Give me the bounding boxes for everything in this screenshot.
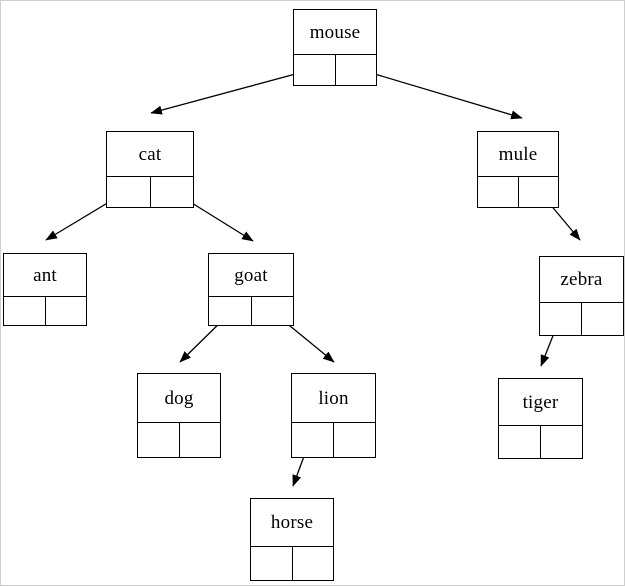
node-pointers-tiger: [499, 425, 582, 458]
right-pointer-cell-zebra[interactable]: [582, 303, 623, 335]
node-label-cat: cat: [138, 143, 162, 165]
node-pointers-cat: [107, 176, 193, 207]
left-pointer-cell-goat[interactable]: [209, 297, 252, 325]
node-pointers-mouse: [294, 54, 376, 85]
tree-node-zebra[interactable]: zebra: [539, 256, 624, 336]
node-label-horse: horse: [270, 512, 314, 533]
left-pointer-cell-zebra[interactable]: [540, 303, 582, 335]
node-pointers-goat: [209, 296, 293, 325]
tree-node-mule[interactable]: mule: [477, 131, 559, 208]
right-pointer-cell-ant[interactable]: [46, 297, 87, 325]
left-pointer-cell-tiger[interactable]: [499, 426, 541, 458]
node-pointers-zebra: [540, 302, 623, 335]
tree-node-cat[interactable]: cat: [106, 131, 194, 208]
right-pointer-cell-horse[interactable]: [293, 547, 334, 580]
node-label-tiger: tiger: [522, 391, 559, 413]
node-label-mule: mule: [498, 143, 538, 165]
tree-node-goat[interactable]: goat: [208, 253, 294, 326]
right-pointer-cell-tiger[interactable]: [541, 426, 582, 458]
right-pointer-cell-cat[interactable]: [151, 177, 194, 207]
tree-node-horse[interactable]: horse: [250, 498, 334, 581]
node-label-goat: goat: [234, 264, 268, 286]
node-pointers-lion: [292, 422, 375, 457]
tree-node-dog[interactable]: dog: [137, 373, 221, 458]
left-pointer-cell-mouse[interactable]: [294, 55, 336, 85]
node-pointers-mule: [478, 176, 558, 207]
right-pointer-cell-lion[interactable]: [334, 423, 375, 457]
left-pointer-cell-cat[interactable]: [107, 177, 151, 207]
right-pointer-cell-dog[interactable]: [180, 423, 221, 457]
left-pointer-cell-lion[interactable]: [292, 423, 334, 457]
node-label-ant: ant: [33, 264, 57, 286]
tree-edge-mouse-right-to-mule: [357, 68, 523, 120]
right-pointer-cell-mule[interactable]: [519, 177, 559, 207]
tree-edge-mouse-left-to-cat: [150, 68, 315, 115]
node-label-zebra: zebra: [560, 269, 603, 290]
tree-node-lion[interactable]: lion: [291, 373, 376, 458]
left-pointer-cell-ant[interactable]: [4, 297, 46, 325]
tree-node-ant[interactable]: ant: [3, 253, 87, 326]
tree-node-mouse[interactable]: mouse: [293, 9, 377, 86]
node-pointers-horse: [251, 546, 333, 580]
left-pointer-cell-dog[interactable]: [138, 423, 180, 457]
left-pointer-cell-horse[interactable]: [251, 547, 293, 580]
left-pointer-cell-mule[interactable]: [478, 177, 519, 207]
node-label-lion: lion: [318, 387, 349, 409]
node-label-mouse: mouse: [309, 21, 361, 43]
node-pointers-dog: [138, 422, 220, 457]
node-pointers-ant: [4, 296, 86, 325]
tree-node-tiger[interactable]: tiger: [498, 378, 583, 459]
right-pointer-cell-goat[interactable]: [252, 297, 294, 325]
node-label-dog: dog: [164, 387, 194, 409]
right-pointer-cell-mouse[interactable]: [336, 55, 377, 85]
